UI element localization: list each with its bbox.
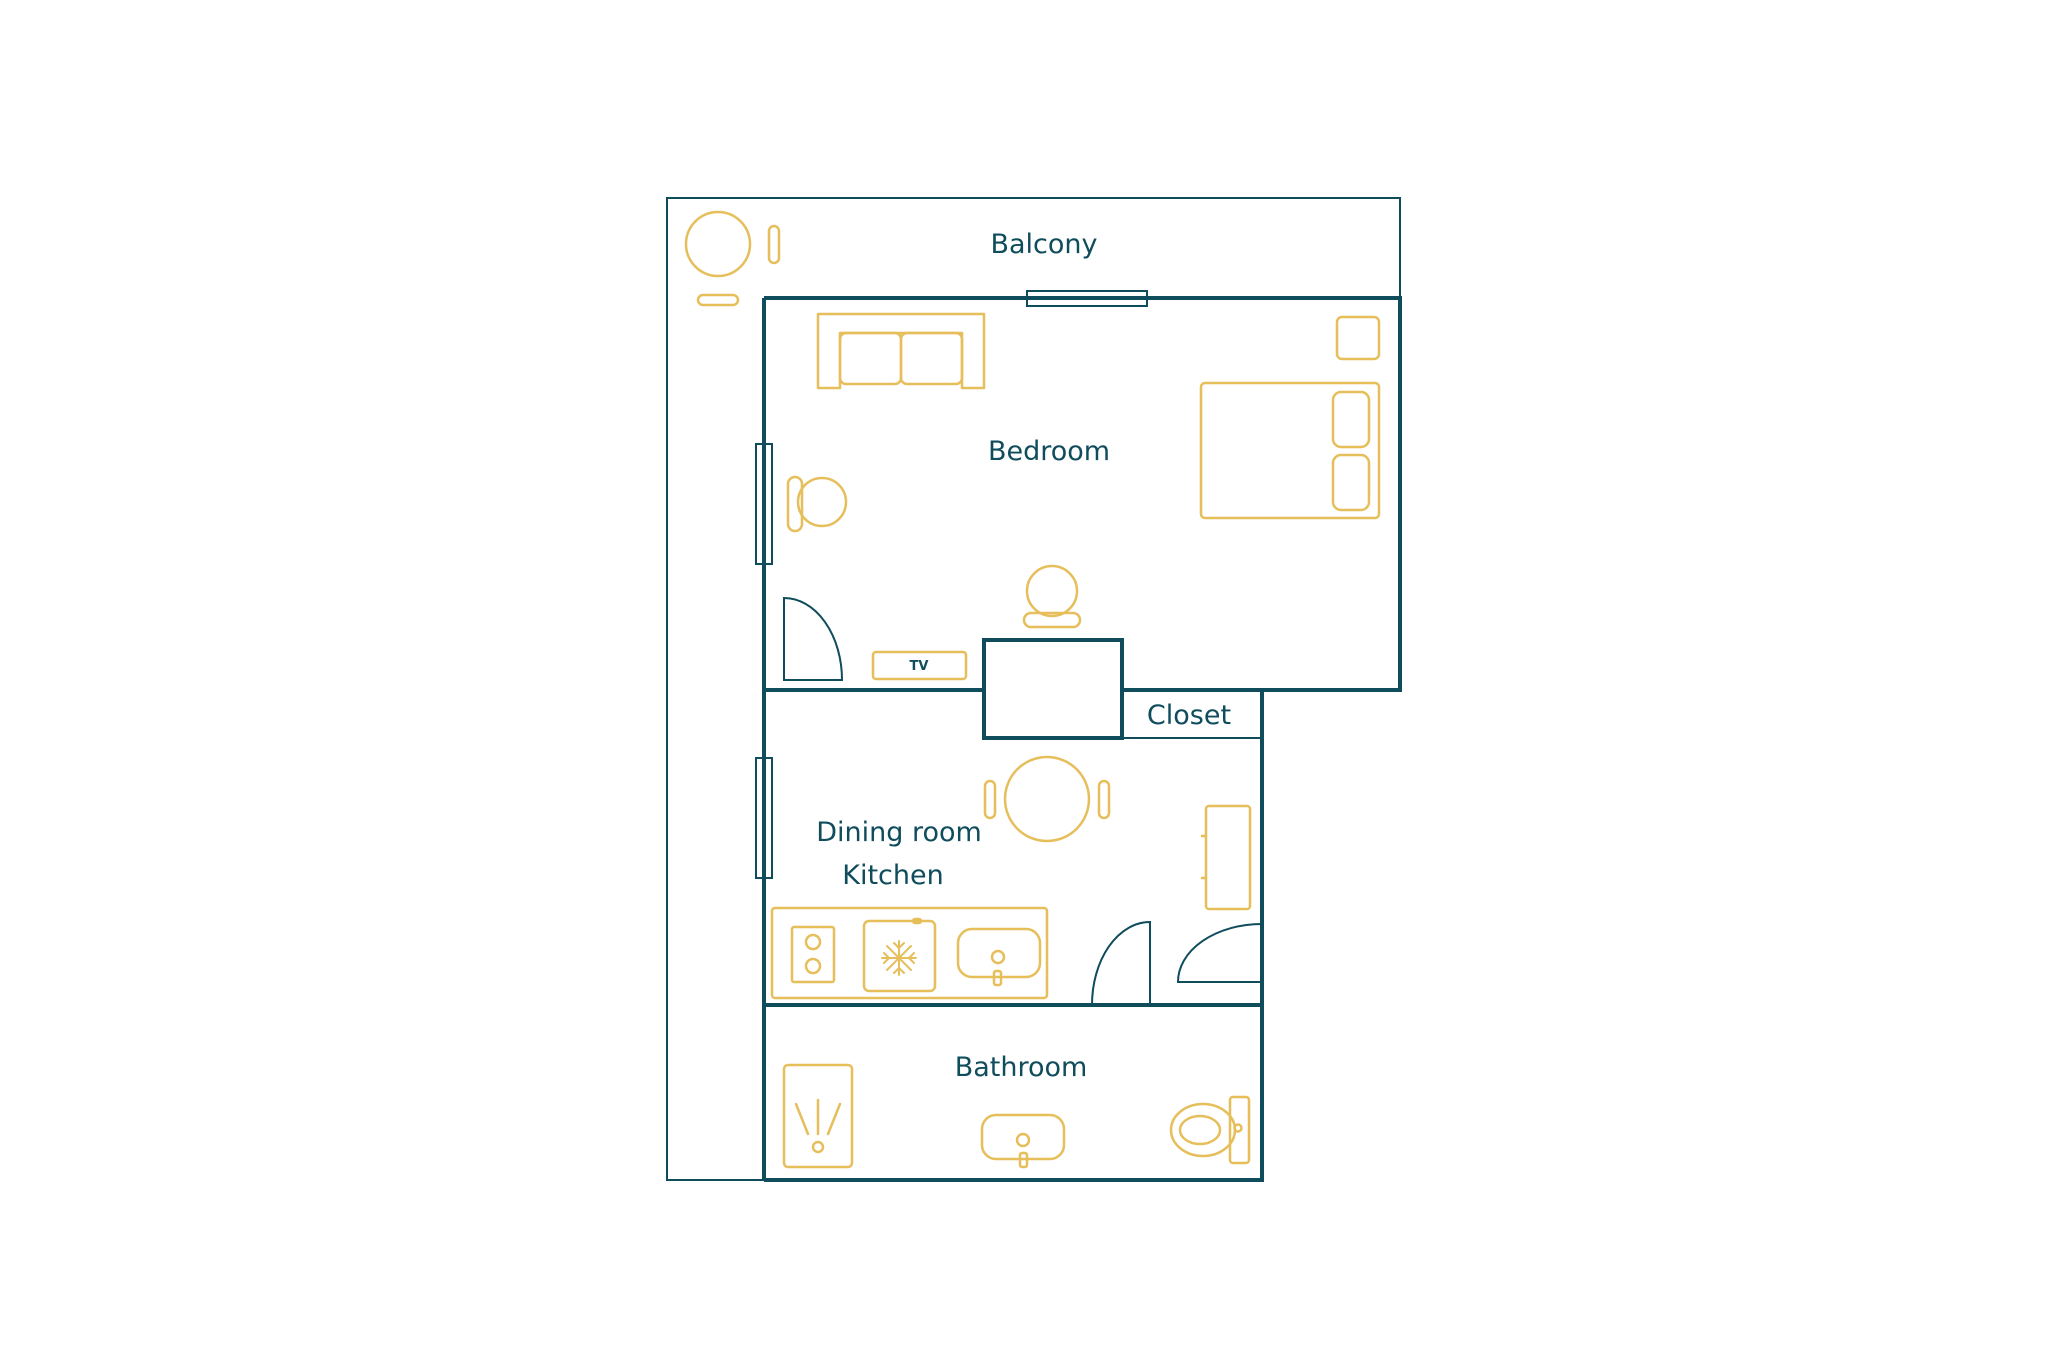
- fridge-icon: [862, 917, 937, 993]
- closet-box: [982, 638, 1124, 740]
- round-table-icon: [1003, 755, 1091, 843]
- label-dining-room: Dining room: [816, 817, 982, 848]
- window-dining-left: [755, 757, 773, 879]
- bed-icon: [1199, 381, 1381, 520]
- walls: [666, 197, 1402, 1182]
- chair-icon: [696, 293, 740, 307]
- stool-icon: [1022, 564, 1082, 629]
- label-bathroom: Bathroom: [955, 1052, 1088, 1083]
- nightstand-icon: [1335, 315, 1381, 361]
- label-bedroom: Bedroom: [988, 436, 1110, 467]
- round-table-icon: [684, 210, 752, 278]
- sink-icon: [956, 927, 1042, 987]
- label-balcony: Balcony: [990, 229, 1097, 260]
- kitchen-counter: [770, 906, 1049, 1000]
- chair-icon: [767, 224, 781, 265]
- furniture: TV: [684, 210, 1381, 1169]
- room-labels: Balcony Bedroom Closet Dining room Kitch…: [816, 229, 1231, 1083]
- stove-icon: [790, 925, 836, 984]
- shower-icon: [782, 1063, 854, 1169]
- label-closet: Closet: [1147, 700, 1231, 731]
- window-bedroom-left: [755, 443, 773, 565]
- label-kitchen: Kitchen: [842, 860, 943, 891]
- chair-icon: [1097, 779, 1111, 820]
- right-wall: [764, 690, 1264, 1182]
- window-top: [1026, 290, 1148, 307]
- sofa-icon: [816, 312, 986, 390]
- chair-icon: [983, 779, 997, 820]
- door-closet: [1176, 923, 1263, 983]
- sink-icon: [980, 1113, 1066, 1169]
- sideboard-icon: [1200, 804, 1252, 911]
- door-bedroom: [783, 596, 844, 681]
- balcony-outline: [666, 197, 1401, 1181]
- armchair-icon: [786, 475, 848, 533]
- door-kitchen: [1091, 920, 1151, 1006]
- tv-label: TV: [910, 659, 929, 674]
- toilet-icon: [1169, 1095, 1251, 1165]
- tv-icon: TV: [871, 650, 968, 681]
- bedroom-walls: [764, 296, 1402, 692]
